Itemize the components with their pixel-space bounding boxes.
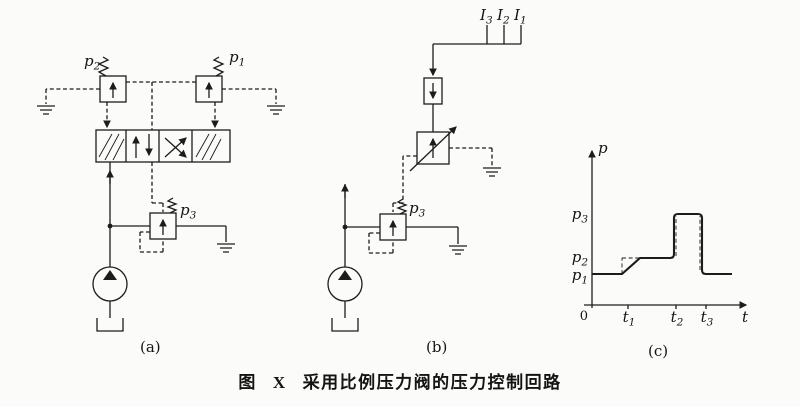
xtick-t1: t1	[623, 308, 636, 329]
tank-icon	[36, 105, 56, 115]
figure-canvas: p2 p1 p3 (a) I3 I2 I1	[36, 6, 749, 360]
ytick-p1: p1	[572, 266, 588, 287]
input-signal-lines	[429, 25, 522, 77]
ytick-p2: p2	[572, 248, 589, 269]
proportional-directional-valve-symbol	[95, 129, 231, 163]
label-p2: p2	[84, 52, 101, 73]
relief-valve-p3-symbol	[150, 197, 227, 242]
pump-symbol-a	[92, 266, 128, 332]
label-i1: I1	[513, 6, 527, 27]
pilot-lines-a	[45, 81, 277, 253]
spring-icon	[97, 56, 110, 77]
label-i3: I3	[479, 6, 493, 27]
axis-ticks	[627, 305, 707, 309]
ideal-step-t1	[621, 257, 640, 274]
ytick-p3: p3	[572, 205, 589, 226]
proportional-pressure-valve-symbol	[409, 126, 457, 172]
relief-valve-p3-symbol-b	[380, 198, 459, 244]
spring-icon	[212, 56, 225, 77]
panel-a-label: (a)	[140, 338, 161, 356]
origin-label: 0	[580, 309, 588, 324]
panel-c-label: (c)	[648, 342, 668, 360]
main-line-a	[106, 162, 150, 267]
reservoir-icon	[331, 317, 359, 332]
label-p1: p1	[229, 48, 245, 69]
tank-icon	[482, 167, 502, 177]
y-axis-label: p	[598, 139, 608, 157]
caption-fig-word: 图	[238, 373, 257, 392]
pilot-lines-b	[368, 147, 493, 254]
xtick-t3: t3	[701, 308, 714, 329]
pressure-valve-p2-symbol	[97, 56, 126, 102]
main-line-b	[341, 183, 380, 267]
label-p3-b: p3	[409, 199, 426, 220]
tank-icon	[216, 243, 236, 253]
label-i2: I2	[496, 6, 510, 27]
spring-icon	[396, 198, 408, 215]
chart-axes	[584, 149, 748, 309]
pressure-valve-p1-symbol	[196, 56, 225, 102]
caption-fig-number: X	[272, 373, 287, 392]
xtick-t2: t2	[671, 308, 684, 329]
panel-b-label: (b)	[426, 338, 447, 356]
caption-title: 采用比例压力阀的压力控制回路	[302, 373, 562, 392]
reservoir-icon	[96, 317, 124, 332]
tank-icon	[448, 245, 468, 255]
hatch-icon	[195, 133, 222, 161]
label-p3-a: p3	[180, 201, 197, 222]
panel-c: p t 0 p3 p2 p1 t1 t2 t3 (c)	[572, 139, 749, 360]
x-axis-label: t	[742, 308, 749, 326]
panel-b: I3 I2 I1	[327, 6, 527, 356]
pump-symbol-b	[327, 266, 363, 332]
spring-icon	[166, 197, 178, 214]
panel-a: p2 p1 p3 (a)	[36, 48, 286, 356]
pressure-curve	[592, 212, 732, 276]
tank-icon	[266, 105, 286, 115]
hatch-icon	[98, 133, 125, 161]
proportional-solenoid-symbol	[423, 77, 443, 132]
